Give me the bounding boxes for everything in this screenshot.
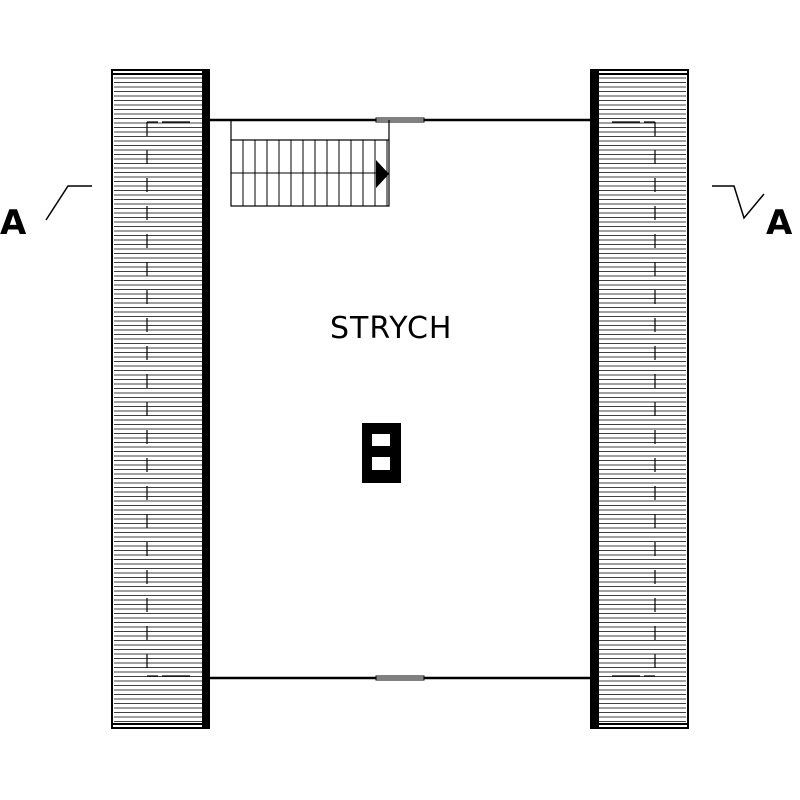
left-rafter-dashline bbox=[146, 121, 190, 677]
right-rafter-dashline bbox=[612, 121, 656, 677]
stair-direction-arrow-icon bbox=[376, 160, 389, 188]
section-marker-right bbox=[712, 185, 765, 220]
left-roof-hatching bbox=[114, 77, 202, 722]
section-label-right: A bbox=[766, 203, 793, 243]
chimney bbox=[362, 423, 401, 483]
gable-window-bottom bbox=[375, 675, 425, 681]
left-eave-wall bbox=[202, 70, 210, 728]
left-roof-slope bbox=[111, 69, 210, 729]
room-name: STRYCH bbox=[330, 311, 453, 346]
gable-walls bbox=[210, 118, 591, 680]
gable-window-top bbox=[375, 117, 425, 123]
right-roof-slope bbox=[590, 69, 689, 729]
right-roof-hatching bbox=[599, 77, 686, 722]
section-marker-left bbox=[45, 185, 92, 221]
section-label-left: A bbox=[0, 203, 27, 243]
staircase bbox=[230, 120, 390, 207]
right-eave-wall bbox=[591, 70, 599, 728]
